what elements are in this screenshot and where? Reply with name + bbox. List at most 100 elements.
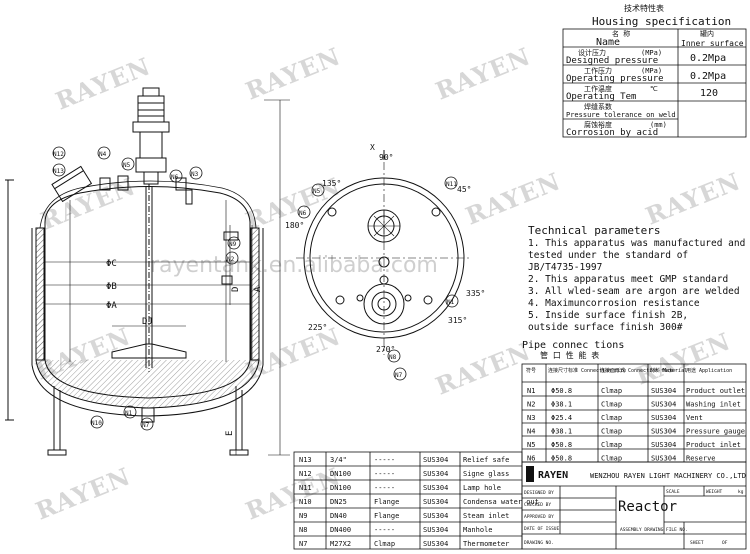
spec-design-cn: 设计压力 bbox=[578, 48, 606, 57]
pipe-connections-table: Pipe connec tions 管 口 性 能 表 符号 连接尺寸标准 Co… bbox=[521, 340, 747, 463]
pipe-row-cell: Φ50.8 bbox=[551, 387, 572, 395]
spec-name-cn: 名 称 bbox=[612, 29, 630, 38]
label-sheet: SHEET bbox=[690, 540, 704, 546]
nozzle-row-cell: SUS304 bbox=[423, 540, 448, 548]
plan-tag-n8: N8 bbox=[389, 354, 397, 361]
spec-temp-cn: 工作温度 bbox=[584, 84, 612, 93]
plan-tag-n6: N6 bbox=[299, 210, 307, 217]
nozzle-tag-n1: N1 bbox=[125, 410, 133, 417]
nozzle-row-cell: N7 bbox=[299, 540, 307, 548]
watermark-brand: RAYEN bbox=[431, 41, 534, 105]
nozzle-tag-n4: N4 bbox=[99, 151, 107, 158]
spec-temp-value: 120 bbox=[700, 88, 718, 99]
pipe-row-cell: SUS304 bbox=[651, 441, 676, 449]
spec-design-en: Designed pressure bbox=[566, 56, 658, 66]
spec-operating-cn: 工作压力 bbox=[584, 66, 612, 75]
pipe-row-cell: N4 bbox=[527, 428, 535, 436]
nozzle-row-cell: ----- bbox=[374, 470, 395, 478]
pipe-row-cell: SUS304 bbox=[651, 414, 676, 422]
watermark-brand: RAYEN bbox=[51, 51, 154, 115]
nozzle-row-cell: ----- bbox=[374, 456, 395, 464]
pipe-header-size: 连接尺寸标准 Connection size bbox=[548, 367, 626, 374]
pipe-row-cell: SUS304 bbox=[651, 401, 676, 409]
housing-spec-table: 技术特性表 Housing specification 名 称 Name 罐内 … bbox=[562, 3, 747, 138]
pipe-row-cell: N1 bbox=[527, 387, 535, 395]
technical-line: 1. This apparatus was manufactured and bbox=[528, 238, 745, 249]
dim-label-d: D bbox=[231, 287, 241, 292]
technical-parameters: Technical parameters 1. This apparatus w… bbox=[528, 224, 745, 333]
nozzle-tag-n3: N3 bbox=[191, 171, 199, 178]
nozzle-row-cell: Manhole bbox=[463, 526, 493, 534]
technical-line: 4. Maximuncorrosion resistance bbox=[528, 298, 700, 309]
technical-line: JB/T4735-1997 bbox=[528, 262, 602, 273]
nozzle-row-cell: N13 bbox=[299, 456, 312, 464]
label-of: OF bbox=[722, 540, 728, 546]
spec-operating-unit: (MPa) bbox=[641, 67, 662, 75]
nozzle-row-cell: Thermometer bbox=[463, 540, 509, 548]
logo-text: RAYEN bbox=[538, 470, 568, 481]
nozzle-row-cell: 3/4" bbox=[330, 456, 347, 464]
spec-design-value: 0.2Mpa bbox=[690, 53, 726, 64]
spec-corrosion-en: Corrosion by acid bbox=[566, 128, 658, 138]
elevation-labels: ΦC ΦB ΦA DJ D A E bbox=[106, 259, 263, 436]
dim-label-c: ΦC bbox=[106, 259, 117, 269]
pipe-row-cell: Φ38.1 bbox=[551, 428, 572, 436]
pipe-title-cn: 管 口 性 能 表 bbox=[540, 350, 599, 360]
pipe-row-cell: Vent bbox=[686, 414, 703, 422]
nozzle-tag-n5: N5 bbox=[123, 162, 131, 169]
pipe-row-cell: SUS304 bbox=[651, 387, 676, 395]
angle-180: 180° bbox=[285, 221, 304, 230]
spec-weld-en: Pressure tolerance on weld bbox=[566, 111, 676, 119]
gearbox bbox=[132, 121, 170, 133]
reactor-elevation-view bbox=[5, 87, 290, 456]
technical-line: outside surface finish 300# bbox=[528, 322, 683, 333]
watermark-brand: RAYEN bbox=[461, 166, 564, 230]
nozzle-row-cell: Condensa water out bbox=[463, 498, 539, 506]
housing-title-en: Housing specification bbox=[592, 15, 731, 28]
watermark-brand: RAYEN bbox=[431, 336, 534, 400]
nozzle-row-cell: N9 bbox=[299, 512, 307, 520]
nozzle-tag-n13: N13 bbox=[53, 168, 64, 175]
plan-tag-n7: N7 bbox=[395, 372, 403, 379]
angle-90: 90° bbox=[379, 153, 393, 162]
dim-label-a-right: A bbox=[253, 286, 263, 292]
dim-label-dj: DJ bbox=[142, 317, 153, 327]
pipe-row-cell: Φ38.1 bbox=[551, 401, 572, 409]
plan-nozzle-text: N6 N11 N1 N8 N7 N5 bbox=[299, 181, 457, 379]
nozzle-row-cell: ----- bbox=[374, 484, 395, 492]
spec-temp-unit: ℃ bbox=[650, 85, 658, 93]
pipe-row-cell: Clmap bbox=[601, 401, 622, 409]
nozzle-row-cell: Steam inlet bbox=[463, 512, 509, 520]
nozzle-row-cell: DN40 bbox=[330, 512, 347, 520]
nozzle-row-cell: N11 bbox=[299, 484, 312, 492]
angle-315: 315° bbox=[448, 316, 467, 325]
pipe-row-cell: Φ50.8 bbox=[551, 455, 572, 463]
plan-labels: X 90° 45° 135° 180° 335° 225° 315° 270° bbox=[285, 143, 485, 354]
dim-label-a: ΦA bbox=[106, 301, 117, 311]
technical-line: 5. Inside surface finish 2B, bbox=[528, 310, 688, 321]
pipe-row-cell: SUS304 bbox=[651, 428, 676, 436]
label-kg: kg bbox=[738, 489, 744, 495]
watermark-brand: RAYEN bbox=[36, 171, 139, 235]
spec-value-cn: 罐内 bbox=[700, 29, 714, 38]
housing-title-cn: 技术特性表 bbox=[624, 3, 664, 13]
nozzle-tag-n2: N2 bbox=[227, 256, 235, 263]
nozzle-row-cell: SUS304 bbox=[423, 498, 448, 506]
label-weight: WEIGHT bbox=[706, 489, 723, 495]
watermark-brand: RAYEN bbox=[631, 326, 734, 390]
nozzle-row-cell: SUS304 bbox=[423, 484, 448, 492]
pipe-row-cell: Clmap bbox=[601, 455, 622, 463]
nozzle-row-cell: DN25 bbox=[330, 498, 347, 506]
pipe-row-cell: Washing inlet bbox=[686, 401, 741, 409]
watermark-brand: RAYEN bbox=[31, 461, 134, 525]
nozzle-tag-n10: N10 bbox=[91, 420, 102, 427]
spec-corrosion-unit: (mm) bbox=[650, 121, 667, 129]
pipe-row-cell: N3 bbox=[527, 414, 535, 422]
spec-temp-en: Operating Tem bbox=[566, 92, 636, 102]
nozzle-row-cell: N8 bbox=[299, 526, 307, 534]
pipe-row-cell: Clmap bbox=[601, 428, 622, 436]
nozzle-row-cell: SUS304 bbox=[423, 470, 448, 478]
label-scale: SCALE bbox=[666, 489, 680, 495]
plan-tag-n5: N5 bbox=[313, 188, 321, 195]
